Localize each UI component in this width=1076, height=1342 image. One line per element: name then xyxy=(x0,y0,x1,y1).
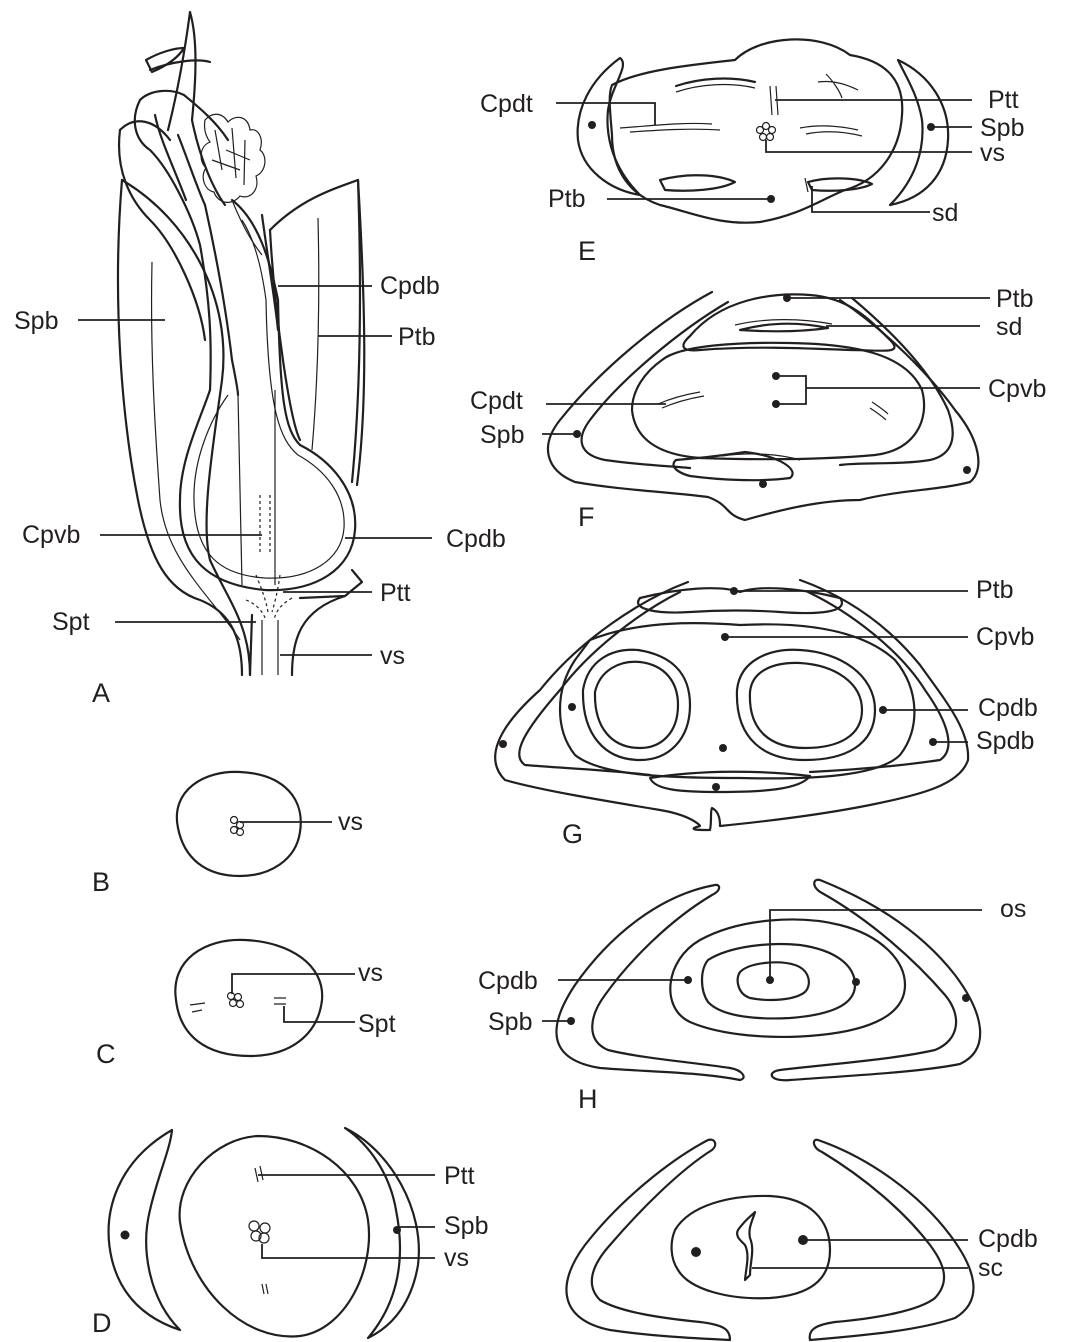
label-g-cpdb: Cpdb xyxy=(978,694,1038,722)
label-a-spb: Spb xyxy=(14,307,58,335)
panel-a-drawing xyxy=(118,12,364,675)
panel-letter-a: A xyxy=(92,678,110,708)
panel-d-center xyxy=(180,1136,369,1336)
label-b-vs: vs xyxy=(338,808,363,836)
label-f-ptb: Ptb xyxy=(996,285,1034,313)
panel-letter-e: E xyxy=(578,236,596,266)
label-g-ptb: Ptb xyxy=(976,576,1014,604)
label-h-spb: Spb xyxy=(488,1008,532,1036)
label-c-vs: vs xyxy=(358,959,383,987)
panel-b: vs B xyxy=(92,772,363,897)
panel-h-carpel-outer xyxy=(670,920,905,1037)
label-c-spt: Spt xyxy=(358,1010,396,1038)
panel-g: Ptb Cpvb Cpdb Spdb G xyxy=(495,576,1038,849)
label-i-sc: sc xyxy=(978,1254,1003,1282)
panel-d-vascular-strand xyxy=(249,1221,270,1243)
panel-b-vascular-strand xyxy=(231,817,244,836)
panel-letter-g: G xyxy=(562,819,583,849)
label-e-ptb: Ptb xyxy=(548,185,586,213)
panel-e: Cpdt Ptt Spb vs Ptb sd E xyxy=(480,39,1024,266)
panel-f-sepal-inner xyxy=(582,298,953,468)
panel-d: Ptt Spb vs D xyxy=(92,1128,488,1338)
panel-d-left-sepal xyxy=(109,1130,180,1330)
panel-a-leaders xyxy=(78,286,432,655)
label-h-cpdb: Cpdb xyxy=(478,967,538,995)
label-a-spt: Spt xyxy=(52,608,90,636)
label-f-spb: Spb xyxy=(480,421,524,449)
panel-letter-b: B xyxy=(92,867,110,897)
label-a-ptb: Ptb xyxy=(398,323,436,351)
panel-i: Cpdb sc xyxy=(566,1140,1037,1340)
panel-c: vs Spt C xyxy=(96,940,396,1069)
label-a-cpvb: Cpvb xyxy=(22,521,80,549)
label-e-spb: Spb xyxy=(980,114,1024,142)
panel-a: Spb Cpdb Ptb Cpvb Cpdb Ptt Spt vs A xyxy=(14,12,506,708)
panel-b-outline xyxy=(177,772,301,876)
label-a-cpdb-top: Cpdb xyxy=(380,272,440,300)
label-e-vs: vs xyxy=(980,139,1005,167)
panel-e-left-sepal xyxy=(578,58,640,195)
label-f-cpdt: Cpdt xyxy=(470,387,523,415)
label-a-ptt: Ptt xyxy=(380,579,411,607)
label-e-ptt: Ptt xyxy=(988,86,1019,114)
panel-letter-d: D xyxy=(92,1308,112,1338)
label-g-cpvb: Cpvb xyxy=(976,623,1034,651)
label-f-cpvb: Cpvb xyxy=(988,375,1046,403)
label-e-cpdt: Cpdt xyxy=(480,90,533,118)
panel-letter-c: C xyxy=(96,1039,116,1069)
label-d-ptt: Ptt xyxy=(444,1162,475,1190)
panel-i-left-sepal xyxy=(566,1140,730,1340)
label-a-vs: vs xyxy=(380,642,405,670)
panel-h: os Cpdb Spb H xyxy=(478,880,1026,1114)
label-a-cpdb-bottom: Cpdb xyxy=(446,525,506,553)
panel-c-vascular-strand xyxy=(228,993,244,1008)
label-i-cpdb: Cpdb xyxy=(978,1225,1038,1253)
label-e-sd: sd xyxy=(932,199,958,227)
label-d-spb: Spb xyxy=(444,1212,488,1240)
panel-f: Ptb sd Cpdt Cpvb Spb F xyxy=(470,285,1046,532)
panel-d-right-sepal xyxy=(345,1128,419,1338)
label-f-sd: sd xyxy=(996,313,1022,341)
panel-letter-h: H xyxy=(578,1084,598,1114)
label-g-spdb: Spdb xyxy=(976,727,1034,755)
panel-h-left-sepal xyxy=(556,885,743,1080)
panel-c-outline xyxy=(175,940,322,1056)
label-d-vs: vs xyxy=(444,1244,469,1272)
panel-e-vascular-strand xyxy=(757,123,776,141)
panel-letter-f: F xyxy=(578,502,595,532)
label-h-os: os xyxy=(1000,895,1026,923)
